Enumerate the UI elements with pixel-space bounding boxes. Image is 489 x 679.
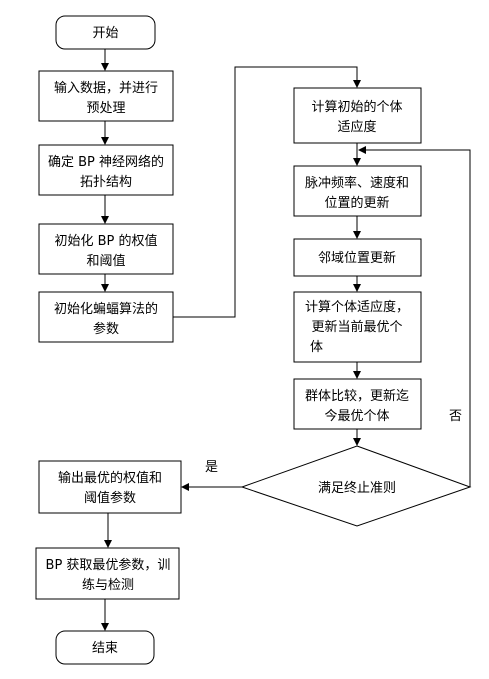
pulse-update-box: 脉冲频率、速度和 位置的更新 — [293, 165, 422, 217]
arrow-init-bat-to-calc-fitness — [173, 66, 361, 318]
end-label: 结束 — [92, 641, 118, 656]
neighborhood-box: 邻域位置更新 — [293, 238, 422, 277]
train-box: BP 获取最优参数，训 练与检测 — [35, 547, 180, 600]
calc-fitness-line2: 适应度 — [337, 119, 376, 135]
decision-label: 满足终止准则 — [318, 480, 396, 496]
init-bat-line1: 初始化蝙蝠算法的 — [54, 301, 158, 317]
neighborhood-line1: 邻域位置更新 — [318, 250, 396, 266]
arrow-decision-no-loop — [358, 146, 471, 487]
init-bat-box: 初始化蝙蝠算法的 参数 — [38, 291, 174, 343]
input-data-box: 输入数据，并进行 预处理 — [38, 70, 174, 122]
init-weights-box: 初始化 BP 的权值 和阈值 — [38, 223, 174, 275]
input-data-line2: 预处理 — [86, 101, 125, 116]
init-weights-line1: 初始化 BP 的权值 — [54, 233, 157, 249]
pulse-update-line2: 位置的更新 — [324, 195, 389, 211]
decision-diamond: 满足终止准则 — [240, 445, 472, 527]
train-line2: 练与检测 — [82, 578, 134, 593]
calc-update-box: 计算个体适应度， 更新当前最优个 体 — [293, 291, 422, 363]
calc-fitness-box: 计算初始的个体 适应度 — [293, 87, 422, 144]
calc-fitness-line1: 计算初始的个体 — [311, 99, 402, 115]
topology-box: 确定 BP 神经网络的 拓扑结构 — [38, 144, 174, 196]
train-line1: BP 获取最优参数，训 — [46, 557, 171, 573]
input-data-line1: 输入数据，并进行 — [54, 80, 158, 96]
output-line1: 输出最优的权值和 — [58, 470, 162, 486]
output-line2: 阈值参数 — [84, 490, 136, 506]
topology-line1: 确定 BP 神经网络的 — [48, 154, 164, 170]
calc-update-line1: 计算个体适应度， — [305, 299, 409, 315]
pulse-update-line1: 脉冲频率、速度和 — [305, 175, 409, 191]
group-compare-box: 群体比较，更新迄 今最优个体 — [293, 378, 422, 430]
end-terminal: 结束 — [55, 630, 155, 665]
calc-update-line2: 更新当前最优个 — [311, 319, 402, 335]
calc-update-line3: 体 — [310, 340, 323, 355]
topology-line2: 拓扑结构 — [80, 175, 132, 190]
connectors — [101, 49, 471, 631]
start-terminal: 开始 — [55, 15, 156, 50]
group-compare-line2: 今最优个体 — [324, 408, 389, 424]
yes-label: 是 — [205, 460, 218, 475]
init-weights-line2: 和阈值 — [86, 253, 125, 269]
no-label: 否 — [449, 409, 462, 424]
output-box: 输出最优的权值和 阈值参数 — [38, 460, 182, 514]
init-bat-line2: 参数 — [93, 321, 119, 337]
group-compare-line1: 群体比较，更新迄 — [305, 388, 409, 404]
start-label: 开始 — [92, 26, 118, 41]
